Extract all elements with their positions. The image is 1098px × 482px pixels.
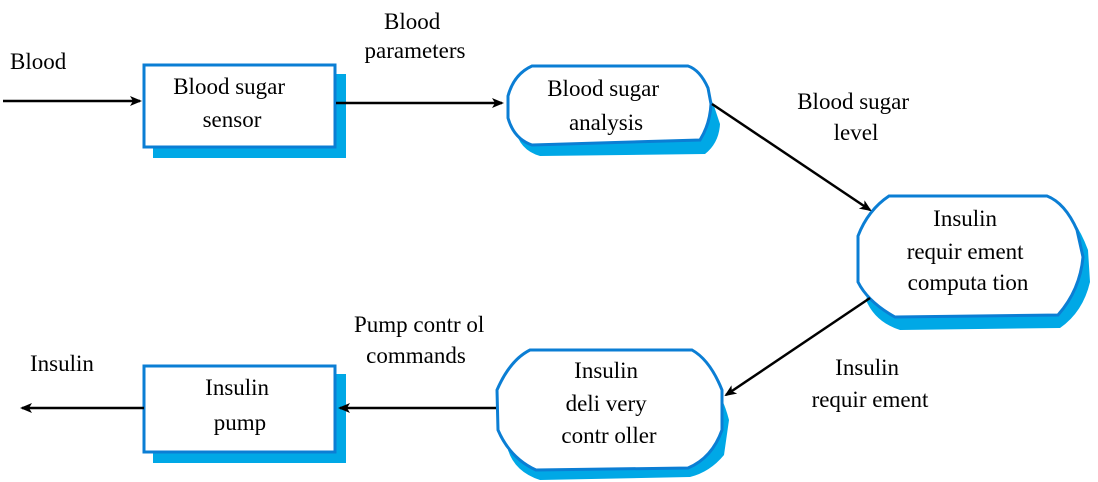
svg-text:Insulin requir ement: Insulin requir ement xyxy=(812,355,929,412)
svg-text:Blood: Blood xyxy=(10,49,67,74)
edge-pump-control-commands: Pump contr ol commands xyxy=(338,312,496,413)
svg-text:Insulin pump: Insulin pump xyxy=(205,375,275,435)
edge-label: Blood xyxy=(384,9,441,34)
node-label-line: Blood sugar xyxy=(173,74,285,99)
edge-label: Pump contr ol xyxy=(354,312,484,337)
edge-label: requir ement xyxy=(812,387,929,412)
edge-insulin-requirement: Insulin requir ement xyxy=(724,296,929,412)
node-label-line: Insulin xyxy=(933,206,997,231)
edge-label: parameters xyxy=(365,38,466,63)
edge-label: commands xyxy=(366,343,466,368)
svg-text:Insulin: Insulin xyxy=(30,351,94,376)
edge-label: Blood sugar xyxy=(797,89,909,114)
edge-blood-parameters: Blood parameters xyxy=(336,9,504,108)
node-insulin-pump: Insulin pump xyxy=(142,364,346,463)
flow-arrow xyxy=(711,102,872,212)
flow-arrow xyxy=(724,296,871,397)
node-box xyxy=(495,348,724,472)
node-label-line: requir ement xyxy=(907,239,1024,264)
edge-blood-sugar-level: Blood sugar level xyxy=(711,89,915,212)
node-label-line: sensor xyxy=(203,107,262,132)
node-label-line: analysis xyxy=(569,110,643,135)
node-box xyxy=(142,364,337,454)
node-label-line: Blood sugar xyxy=(547,76,659,101)
node-insulin-delivery-controller: Insulin deli very contr oller xyxy=(495,348,729,480)
edge-label: Insulin xyxy=(30,351,94,376)
node-insulin-requirement-computation: Insulin requir ement computa tion xyxy=(856,194,1090,330)
edge-label: Insulin xyxy=(835,355,899,380)
svg-text:Blood sugar sensor: Blood sugar sensor xyxy=(173,74,291,132)
node-box xyxy=(142,63,337,149)
edge-label: Blood xyxy=(10,49,67,74)
node-label-line: computa tion xyxy=(908,270,1029,295)
svg-text:Insulin deli very: Insulin deli very contr oller xyxy=(561,358,656,448)
svg-text:Blood parameters: Blood parameters xyxy=(365,9,466,63)
node-label-line: pump xyxy=(214,410,266,435)
node-label-line: contr oller xyxy=(561,423,656,448)
node-blood-sugar-sensor: Blood sugar sensor xyxy=(142,63,346,158)
node-label-line: deli very xyxy=(566,391,648,416)
svg-text:Blood sugar level: Blood sugar level xyxy=(797,89,915,145)
svg-text:Blood sugar analysis: Blood sugar analysis xyxy=(547,76,665,135)
svg-text:Insulin requir ement: Insulin requir ement computa tion xyxy=(907,206,1030,295)
edge-blood-in: Blood xyxy=(3,49,142,106)
node-label-line: Insulin xyxy=(574,358,638,383)
svg-text:Pump contr ol commands: Pump contr ol commands xyxy=(354,312,490,368)
node-box xyxy=(506,64,713,147)
node-label-line: Insulin xyxy=(205,375,269,400)
node-blood-sugar-analysis: Blood sugar analysis xyxy=(506,64,720,156)
edge-label: level xyxy=(834,120,879,145)
node-box xyxy=(856,194,1085,319)
edge-insulin-out: Insulin xyxy=(20,351,144,413)
